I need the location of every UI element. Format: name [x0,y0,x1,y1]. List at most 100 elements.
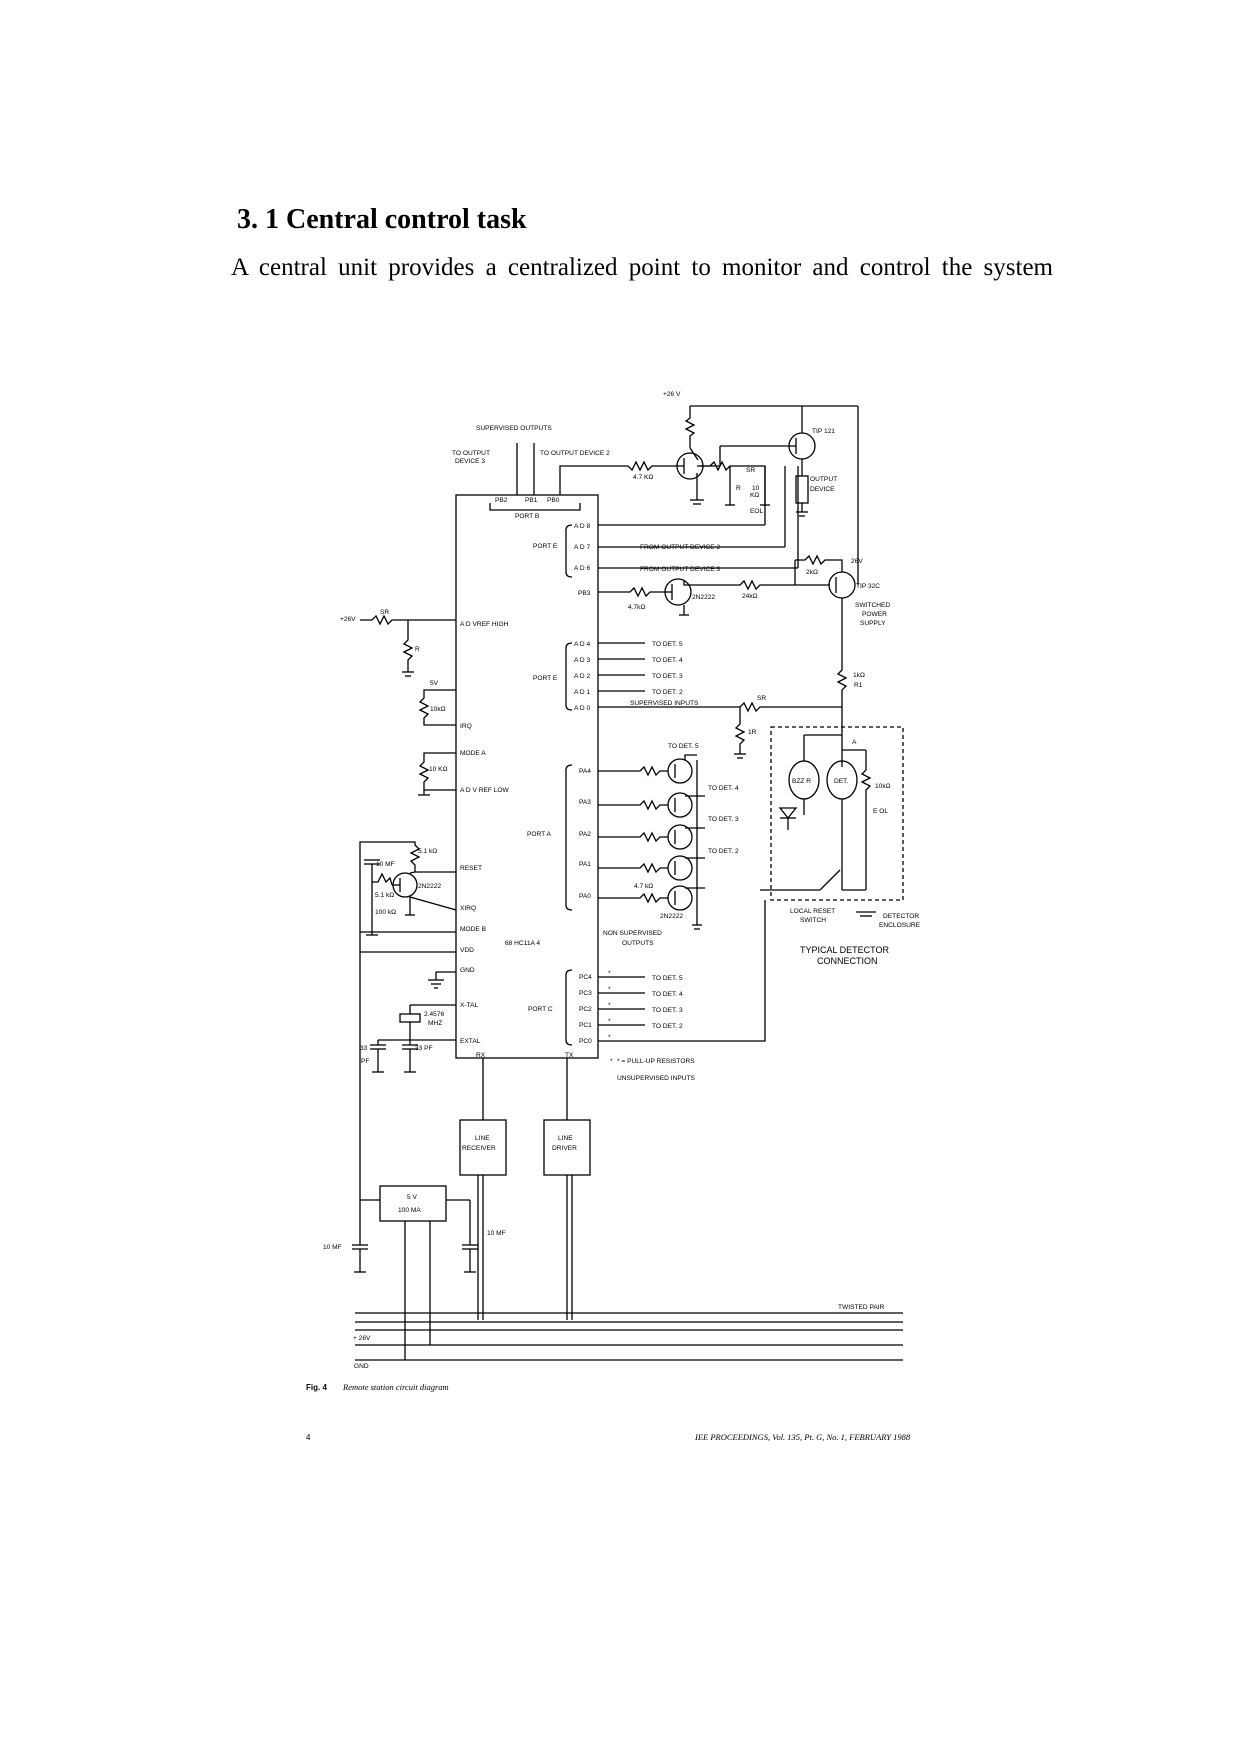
label-enclosure: ENCLOSURE [879,922,921,929]
section-heading: 3. 1 Central control task [237,204,527,235]
diagram-labels: +26 V SUPERVISED OUTPUTS TO OUTPUT DEVIC… [323,391,921,1370]
label-line-driver: LINE [558,1135,573,1142]
label-to-output-device-3: TO OUTPUT [452,450,490,457]
page-number: 4 [306,1433,311,1442]
label-to-det4-c: TO DET. 4 [652,991,683,998]
label-c-10mf-a: 10 MF [376,861,395,868]
label-twisted-pair: TWISTED PAIR [838,1304,885,1311]
label-r-51k-b: 5.1 kΩ [375,892,394,899]
label-switched: SWITCHED [855,602,890,609]
journal-footer: IEE PROCEEDINGS, Vol. 135, Pt. G, No. 1,… [694,1432,911,1442]
label-ad-vref-high: A D VREF HIGH [460,621,509,628]
label-pa1: PA1 [579,861,591,868]
label-tip121: TIP 121 [812,428,835,435]
label-detector: DETECTOR [883,913,919,920]
label-ad8: A D 8 [574,523,590,530]
label-vdd: VDD [460,947,474,954]
label-ad1: A D 1 [574,689,590,696]
pullup-markers: * * * * * * [608,970,613,1065]
label-r-51k-a: 5.1 kΩ [418,848,437,855]
svg-text:*: * [608,986,611,993]
label-c-33pf-a: 33 [360,1045,368,1052]
label-tip32c: TIP 32C [856,583,880,590]
label-r-b: R [415,646,420,653]
label-sr-c: SR [757,695,766,702]
label-pb0: PB0 [547,497,560,504]
label-from-dev3: FROM OUTPUT DEVICE 3 [640,566,720,573]
label-to-det2-a: TO DET. 2 [652,689,683,696]
label-5v: 5V [430,680,439,687]
label-line-receiver: LINE [475,1135,490,1142]
label-to-det3-b: TO DET. 3 [708,816,739,823]
label-eol-b: E OL [873,808,888,815]
label-chip: 68 HC11A 4 [505,940,540,947]
label-r-1k: 1kΩ [853,672,865,679]
label-r-10k-c: 10kΩ [430,706,446,713]
label-2n2222-c: 2N2222 [418,883,441,890]
label-extal: EXTAL [460,1038,481,1045]
label-r1: R1 [854,682,863,689]
svg-text:*: * [608,1018,611,1025]
label-output-device-b: DEVICE [810,486,835,493]
label-xtal-unit: MHZ [428,1020,442,1027]
label-to-det5-c: TO DET. 5 [652,975,683,982]
label-port-e-mid: PORT E [533,675,558,682]
label-sr-a: SR [746,467,755,474]
label-supervised-inputs: SUPERVISED INPUTS [630,700,699,707]
label-rx: RX [476,1052,486,1059]
label-bzz-r: BZZ R [792,778,811,785]
label-pa0: PA0 [579,893,591,900]
label-ad4: A D 4 [574,641,590,648]
label-local-reset: LOCAL RESET [790,908,835,915]
label-pc3: PC3 [579,990,592,997]
label-line-driver-b: DRIVER [552,1145,577,1152]
label-ad-vref-low: A D V REF LOW [460,787,510,794]
label-ad6: A D 6 [574,565,590,572]
label-non-supervised: NON SUPERVISED [603,930,662,937]
label-eol-a: EOL [750,508,764,515]
label-switch: SWITCH [800,917,826,924]
label-c-33pf-b: 33 PF [415,1045,433,1052]
label-ad0: A D 0 [574,705,590,712]
label-gnd-pin: GND [460,967,475,974]
label-to-det5-a: TO DET. 5 [652,641,683,648]
label-bus-26v: + 26V [353,1335,371,1342]
label-r-10k: 10 [752,485,760,492]
label-pc4: PC4 [579,974,592,981]
label-reset: RESET [460,865,482,872]
svg-text:*: * [608,1034,611,1041]
label-reg-ma: 100 MA [398,1207,421,1214]
label-to-det2-c: TO DET. 2 [652,1023,683,1030]
label-to-det3-a: TO DET. 3 [652,673,683,680]
label-to-det3-c: TO DET. 3 [652,1007,683,1014]
label-supply-left: +26V [340,616,356,623]
label-2n2222-b: 2N2222 [660,913,683,920]
label-outputs: OUTPUTS [622,940,654,947]
label-r-c: 1R [748,729,757,736]
svg-text:*: * [610,1058,613,1065]
label-c-10mf-c: 10 MF [487,1230,506,1237]
label-c-10mf-b: 10 MF [323,1244,342,1251]
label-mode-a: MODE A [460,750,486,757]
label-r-10k-b: KΩ [750,492,759,499]
label-xirq: XIRQ [460,905,476,912]
label-to-det4-a: TO DET. 4 [652,657,683,664]
label-to-det5-b: TO DET. 5 [668,743,699,750]
label-reg-v: 5 V [407,1194,417,1201]
figure-caption-text: Remote station circuit diagram [342,1382,449,1392]
label-r-47k-a: 4.7 KΩ [633,474,653,481]
label-sr-b: SR [380,609,389,616]
label-to-output-device-3b: DEVICE 3 [455,458,485,465]
label-node-a: A [852,739,857,746]
label-r-10k-e: 10kΩ [875,783,891,790]
label-to-output-device-2: TO OUTPUT DEVICE 2 [540,450,610,457]
label-pc0: PC0 [579,1038,592,1045]
label-supply: SUPPLY [860,620,886,627]
label-from-dev2: FROM OUTPUT DEVICE 2 [640,544,720,551]
label-pc2: PC2 [579,1006,592,1013]
label-power: POWER [862,611,887,618]
label-r-47k-b: 4.7kΩ [628,604,645,611]
label-r-a: R [736,485,741,492]
label-pb3: PB3 [578,590,591,597]
label-xtal: X-TAL [460,1002,479,1009]
